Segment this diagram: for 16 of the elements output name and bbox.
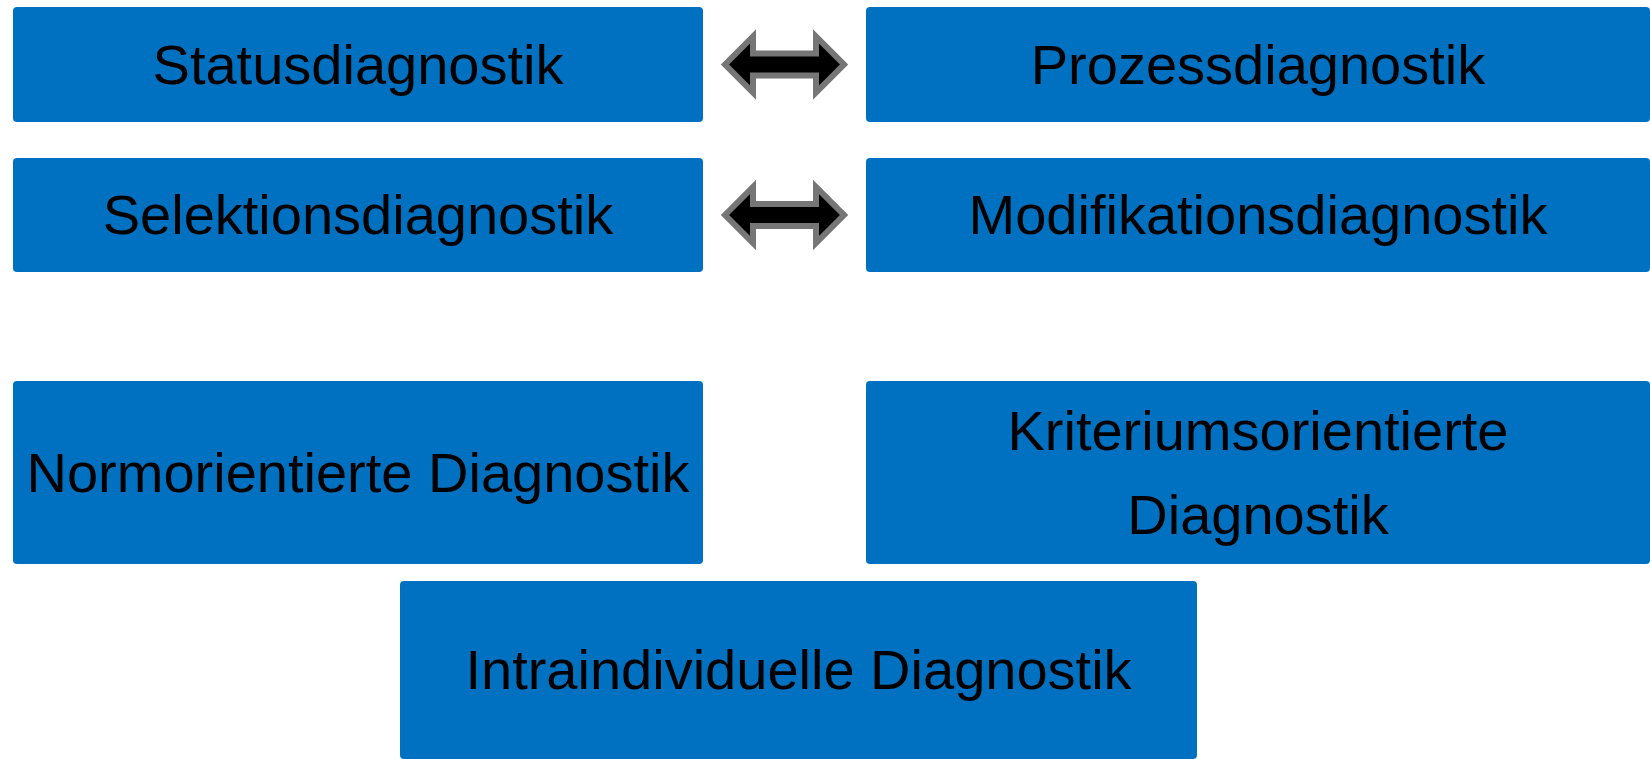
box-label: Modifikationsdiagnostik bbox=[968, 182, 1548, 248]
box-label: Prozessdiagnostik bbox=[1030, 31, 1486, 98]
box-label: Kriteriumsorientierte Diagnostik bbox=[1006, 397, 1510, 548]
box-label: Intraindividuelle Diagnostik bbox=[465, 637, 1132, 703]
category-box bbox=[400, 581, 1197, 759]
category-box bbox=[866, 7, 1650, 122]
category-box bbox=[13, 381, 703, 564]
box-label: Normorientierte Diagnostik bbox=[26, 439, 690, 506]
category-box bbox=[866, 381, 1650, 564]
category-box bbox=[866, 158, 1650, 272]
double-arrow bbox=[720, 179, 849, 251]
category-box bbox=[13, 7, 703, 122]
category-box bbox=[13, 158, 703, 272]
double-arrow bbox=[720, 29, 849, 100]
box-label: Selektionsdiagnostik bbox=[102, 182, 614, 248]
box-label: Statusdiagnostik bbox=[152, 31, 564, 98]
